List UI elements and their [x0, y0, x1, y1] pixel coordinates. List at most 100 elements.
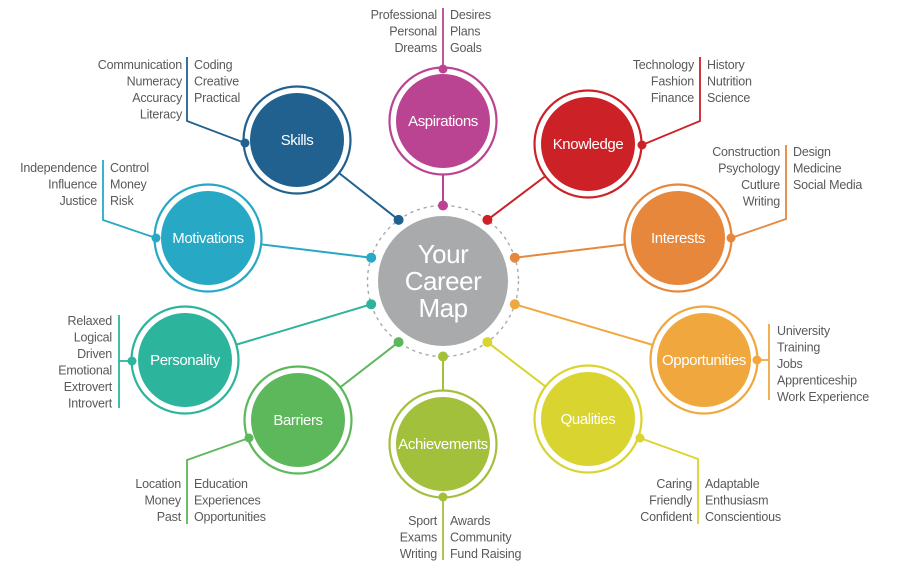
edge-dots-layer	[127, 64, 762, 502]
sub-label: Practical	[194, 91, 240, 105]
interests-hub-dot	[509, 252, 520, 263]
motivations-hub-dot	[366, 252, 377, 263]
hub-dots-layer	[366, 200, 520, 362]
interests-circle	[631, 191, 725, 285]
sub-label: Enthusiasm	[705, 494, 768, 508]
skills-edge-dot	[240, 138, 250, 148]
center-line-3: Map	[418, 293, 467, 323]
sub-label: Social Media	[793, 178, 862, 192]
knowledge-circle	[541, 97, 635, 191]
sub-label: University	[777, 324, 831, 338]
knowledge-hub-dot	[482, 214, 493, 225]
center-line-1: Your	[418, 239, 469, 269]
sub-label: Control	[110, 161, 149, 175]
sub-label: Emotional	[58, 364, 112, 378]
barriers-label: Barriers	[273, 412, 322, 429]
sub-label: Design	[793, 145, 831, 159]
sub-label: Sport	[408, 514, 438, 528]
opportunities-label: Opportunities	[662, 352, 746, 369]
hub-dashed-ring	[366, 204, 520, 358]
sub-label: Money	[144, 494, 181, 508]
sub-label: Risk	[110, 194, 134, 208]
aspirations-circle	[396, 74, 490, 168]
sub-label: Adaptable	[705, 477, 760, 491]
center-line-2: Career	[405, 266, 482, 296]
sub-label: Conscientious	[705, 510, 781, 524]
sub-label: Friendly	[649, 494, 693, 508]
achievements-circle	[396, 397, 490, 491]
sub-label: Education	[194, 477, 248, 491]
opportunities-circle	[657, 313, 751, 407]
connectors-layer	[102, 8, 787, 560]
sub-label: Creative	[194, 75, 239, 89]
sub-label: Accuracy	[132, 91, 183, 105]
personality-hub-dot	[366, 299, 377, 310]
sub-label: Exams	[400, 531, 437, 545]
sub-label: History	[707, 58, 745, 72]
sub-label: Caring	[656, 477, 692, 491]
motivations-edge-dot	[151, 233, 161, 243]
sub-label: Communication	[98, 58, 182, 72]
qualities-connector	[639, 437, 699, 524]
skills-hub-dot	[393, 214, 404, 225]
achievements-label: Achievements	[398, 436, 487, 453]
sub-label: Awards	[450, 514, 490, 528]
sub-label: Confident	[640, 510, 692, 524]
sub-label: Driven	[77, 347, 112, 361]
sub-label: Money	[110, 178, 147, 192]
qualities-label: Qualities	[561, 411, 616, 428]
sub-label: Medicine	[793, 162, 842, 176]
sub-label: Introvert	[68, 397, 113, 411]
opportunities-hub-dot	[509, 299, 520, 310]
aspirations-label: Aspirations	[408, 113, 478, 130]
sub-label: Apprenticeship	[777, 374, 857, 388]
sub-label: Justice	[59, 194, 97, 208]
interests-label: Interests	[651, 230, 705, 247]
sub-label: Desires	[450, 8, 491, 22]
sub-label: Location	[135, 477, 181, 491]
sub-label: Logical	[74, 331, 112, 345]
interests-connector	[730, 145, 787, 239]
motivations-label: Motivations	[172, 230, 243, 247]
node-labels-layer: Aspirations Knowledge Interests Opportun…	[150, 113, 746, 453]
sub-label: Writing	[743, 195, 781, 209]
sub-label: Past	[157, 510, 182, 524]
qualities-hub-dot	[482, 337, 493, 348]
node-circles-layer	[130, 66, 759, 499]
aspirations-hub-dot	[438, 200, 448, 211]
knowledge-label: Knowledge	[553, 136, 624, 153]
skills-label: Skills	[281, 132, 314, 149]
personality-circle	[138, 313, 232, 407]
sub-labels-layer: Professional Personal Dreams Desires Pla…	[20, 8, 869, 561]
motivations-circle	[161, 191, 255, 285]
barriers-connector	[186, 437, 250, 524]
qualities-edge-dot	[635, 433, 645, 443]
sub-label: Technology	[633, 58, 695, 72]
sub-label: Personal	[389, 25, 437, 39]
sub-label: Relaxed	[68, 314, 113, 328]
sub-label: Finance	[651, 91, 694, 105]
personality-edge-dot	[127, 356, 137, 366]
sub-label: Fund Raising	[450, 547, 521, 561]
sub-label: Jobs	[777, 357, 803, 371]
knowledge-edge-dot	[637, 140, 647, 150]
barriers-circle	[251, 373, 345, 467]
qualities-circle	[541, 372, 635, 466]
motivations-connector	[102, 160, 157, 239]
sub-label: Dreams	[394, 41, 437, 55]
sub-label: Influence	[48, 178, 97, 192]
achievements-hub-dot	[438, 351, 448, 362]
center-text: Your Career Map	[405, 239, 483, 323]
sub-label: Work Experience	[777, 390, 869, 404]
sub-label: Writing	[400, 547, 438, 561]
sub-label: Numeracy	[127, 75, 183, 89]
sub-label: Goals	[450, 41, 482, 55]
sub-label: Literacy	[140, 108, 183, 122]
barriers-edge-dot	[244, 433, 254, 443]
sub-label: Extrovert	[64, 380, 113, 394]
sub-label: Experiences	[194, 494, 261, 508]
achievements-edge-dot	[438, 492, 448, 502]
skills-circle	[250, 93, 344, 187]
sub-label: Training	[777, 341, 820, 355]
